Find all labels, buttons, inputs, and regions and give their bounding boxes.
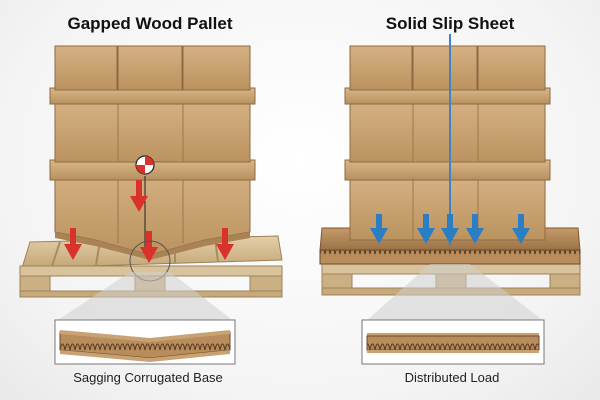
load-arrow-blue-icon xyxy=(466,214,484,244)
load-arrow-blue-icon xyxy=(441,214,459,244)
load-arrow-blue-icon xyxy=(370,214,388,244)
right-panel-caption: Distributed Load xyxy=(404,370,500,385)
center-of-gravity-icon xyxy=(135,155,155,175)
right-panel-title: Solid Slip Sheet xyxy=(385,14,515,33)
load-arrow-blue-icon xyxy=(417,214,435,244)
load-arrow-red-icon xyxy=(64,228,82,260)
load-arrow-red-icon xyxy=(216,228,234,260)
load-arrow-red-icon xyxy=(130,180,148,212)
inset-flat-corrugated xyxy=(361,319,545,365)
left-panel-title: Gapped Wood Pallet xyxy=(67,14,233,33)
load-arrow-red-icon xyxy=(140,231,158,263)
right-stack xyxy=(319,34,581,365)
left-stack xyxy=(19,45,283,365)
load-arrow-blue-icon xyxy=(512,214,530,244)
inset-sagging-corrugated xyxy=(54,319,236,365)
left-panel-caption: Sagging Corrugated Base xyxy=(73,370,223,385)
